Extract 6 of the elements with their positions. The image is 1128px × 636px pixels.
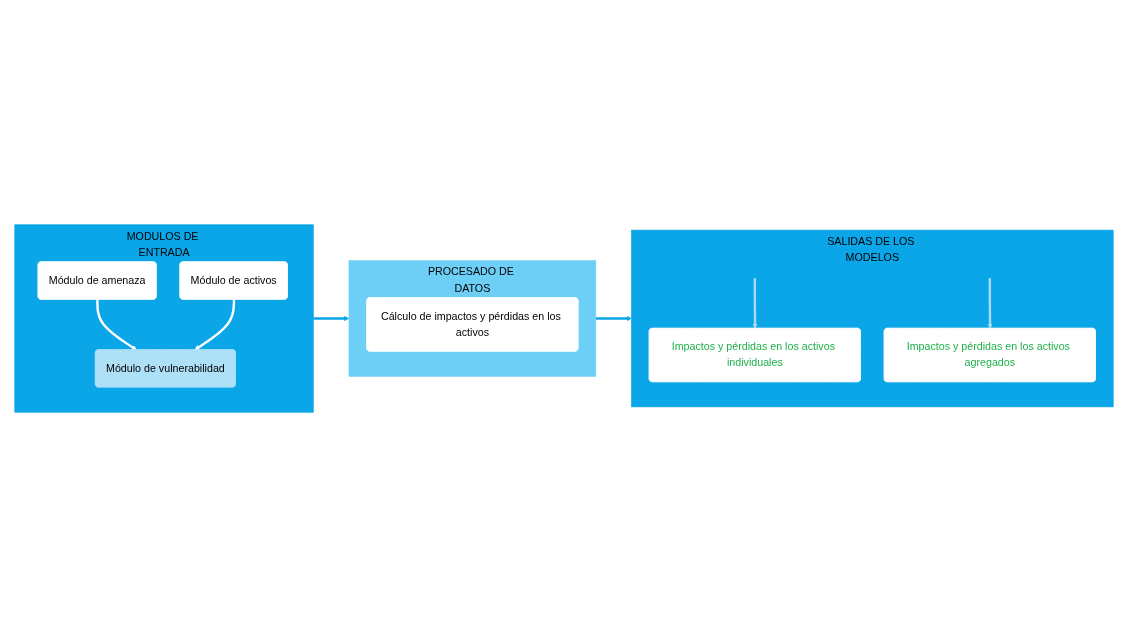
arrow [987,277,993,329]
arrow [96,299,137,350]
arrow [194,299,236,350]
arrow [595,315,632,321]
arrow [752,277,758,329]
arrow [313,315,350,321]
